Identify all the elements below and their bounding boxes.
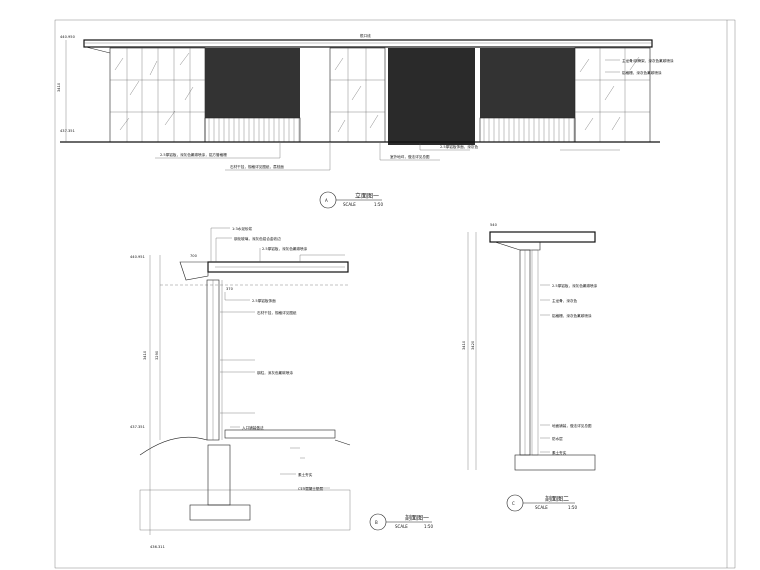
stone-cladding-mid [329, 47, 386, 143]
sheet-border [54, 19, 736, 569]
ground-level-mark: 437.351 [130, 425, 145, 429]
stone-cladding-left [109, 47, 206, 143]
scale-label: SCALE [395, 524, 408, 529]
canopy-section [489, 231, 596, 243]
dimension: 3420 [471, 340, 475, 350]
note: 2.5厚铝板饰面，深灰色 [440, 144, 478, 149]
section-marker-circle [319, 191, 337, 209]
note: 钢化玻璃，深灰色铝合金收边 [234, 236, 281, 241]
note: 2.5厚铝板饰面 [252, 298, 276, 303]
note: 2.5厚铝板，深灰色氟碳喷涂 [262, 246, 308, 251]
slat-screen-left [204, 117, 301, 143]
note: 1:3水泥砂浆 [232, 226, 253, 231]
note: 铝格栅，深灰色氟碳喷涂 [622, 70, 662, 75]
paving-layer [224, 429, 336, 439]
section-marker-label: A [325, 198, 328, 203]
section-marker-circle [369, 513, 387, 531]
top-level-mark: 440.950 [60, 35, 76, 39]
note: 石材干挂，规格详见图纸 [257, 310, 297, 315]
note: 防水层 [552, 436, 563, 441]
note: 素土夯实 [552, 450, 567, 455]
scale-label: SCALE [535, 505, 548, 510]
dimension: 3410 [462, 340, 466, 350]
dimension: 3410 [143, 350, 147, 360]
section-view-c: 3410 3420 540 2.5厚铝板，深灰色氟碳喷涂 主龙骨，深灰色 铝格栅… [462, 223, 598, 512]
drawing-title: 剖面图二 [545, 495, 569, 503]
dimension: 3290 [155, 350, 159, 360]
footing-pier [207, 444, 231, 506]
note: 钢柱，深灰色氟碳喷涂 [257, 370, 293, 375]
cornice-profile [179, 261, 209, 281]
ground-level-mark: 437.351 [60, 129, 75, 133]
note: 2.5厚铝板，深灰色氟碳喷涂 [552, 283, 598, 288]
section-view-b: 3410 3290 700 370 440.951 437.351 436.31… [130, 226, 433, 549]
grille-screen-left [205, 48, 300, 118]
height-dimension: 3410 [57, 82, 61, 92]
note: 素土夯实 [298, 472, 313, 477]
note: 室外地坪，做法详见总图 [390, 154, 430, 159]
scale-value: 1:50 [424, 524, 433, 529]
note: 主龙骨，深灰色 [552, 298, 578, 303]
scale-label: SCALE [343, 202, 356, 207]
note: C15混凝土垫层 [298, 486, 323, 491]
scale-value: 1:50 [374, 202, 383, 207]
bottom-level-mark: 436.311 [150, 545, 165, 549]
top-level-mark: 440.951 [130, 255, 145, 259]
entrance-door-grille [388, 48, 475, 145]
drawing-title-c: C 剖面图二 SCALE 1:50 [506, 494, 577, 512]
section-marker-circle [506, 494, 524, 512]
section-marker-label: C [512, 501, 515, 506]
drawing-title: 剖面图一 [405, 514, 429, 522]
drawing-title: 立面图一 [355, 192, 379, 200]
slat-screen-right [479, 117, 576, 143]
roof-label: 檐口线 [360, 33, 371, 38]
floor-slab [514, 454, 596, 471]
note: 铝格栅，深灰色氟碳喷涂 [552, 313, 592, 318]
dimension: 370 [226, 287, 234, 291]
section-marker-label: B [375, 520, 378, 525]
note: 入口铺装做法 [242, 425, 264, 430]
footing-base [189, 504, 251, 521]
dimension: 700 [190, 254, 198, 258]
roof-canopy [83, 39, 653, 48]
drawing-title-b: B 剖面图一 SCALE 1:50 [369, 513, 433, 531]
drawing-title-a: A 立面图一 SCALE 1:50 [319, 191, 383, 209]
dimension: 540 [490, 223, 498, 227]
gravel-fill [139, 489, 351, 531]
ground-profile [139, 436, 351, 456]
elevation-view-a: 檐口线 3410 [57, 33, 674, 209]
note: 主龙骨/钢骨架，深灰色氟碳喷涂 [622, 58, 674, 63]
cladding-layer [531, 249, 539, 456]
grille-screen-right [480, 48, 575, 118]
scale-value: 1:50 [568, 505, 577, 510]
note: 2.5厚铝板，深灰色氟碳喷涂，铝方管格栅 [160, 152, 227, 157]
note: 地面铺装，做法详见总图 [552, 423, 592, 428]
note: 石材干挂，规格详见图纸，荔枝面 [230, 164, 284, 169]
